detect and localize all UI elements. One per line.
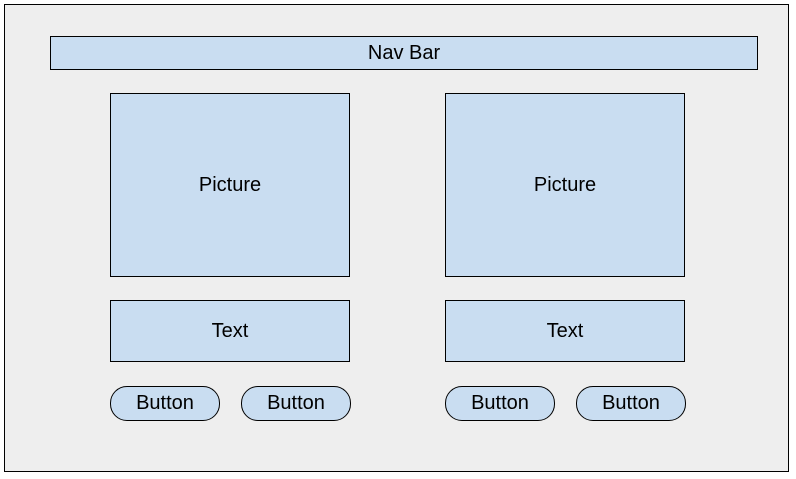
card-1-text-label: Text (211, 319, 249, 342)
card-1-button-2-label: Button (267, 392, 325, 414)
card-1-text: Text (110, 300, 350, 362)
card-2-text: Text (445, 300, 685, 362)
card-1-picture-label: Picture (198, 173, 262, 196)
card-2-text-label: Text (546, 319, 584, 342)
card-2-button-2[interactable]: Button (576, 386, 686, 421)
nav-bar[interactable]: Nav Bar (50, 36, 758, 70)
card-2-button-1[interactable]: Button (445, 386, 555, 421)
nav-bar-label: Nav Bar (367, 41, 441, 64)
card-2-picture-label: Picture (533, 173, 597, 196)
card-1-button-1-label: Button (136, 392, 194, 414)
card-1-button-1[interactable]: Button (110, 386, 220, 421)
card-2-button-1-label: Button (471, 392, 529, 414)
card-2-picture: Picture (445, 93, 685, 277)
card-2-button-2-label: Button (602, 392, 660, 414)
card-1-button-2[interactable]: Button (241, 386, 351, 421)
card-1-picture: Picture (110, 93, 350, 277)
